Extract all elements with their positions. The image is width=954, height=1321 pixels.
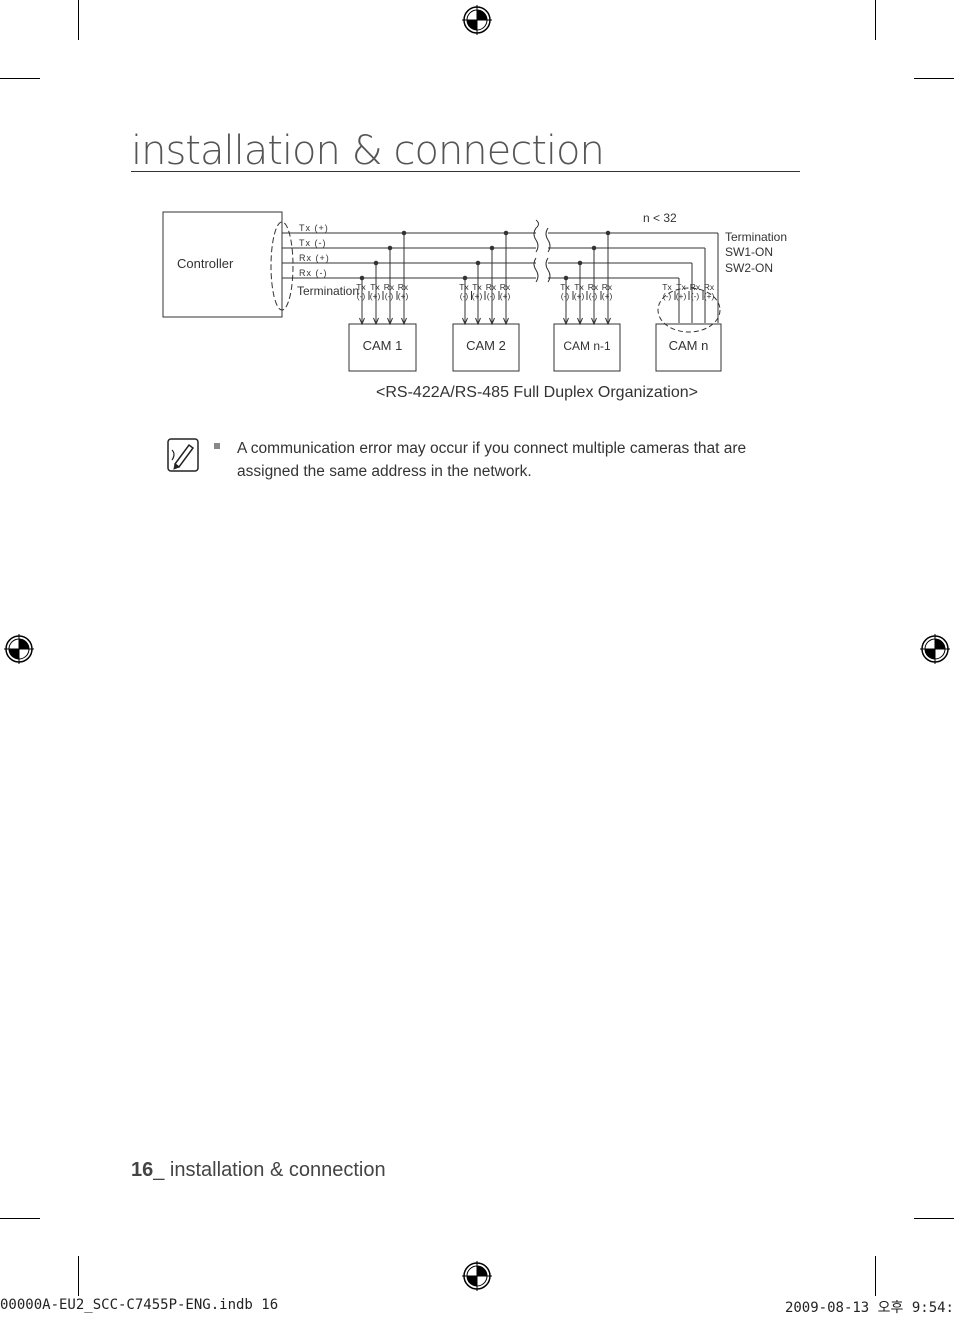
terminal-polarity: (+) — [500, 291, 511, 301]
termination-label-left: Termination — [297, 284, 359, 298]
note-pencil-icon — [167, 438, 199, 472]
note-bullet — [214, 443, 220, 449]
terminal-polarity: (-) — [589, 291, 598, 301]
terminal-label: Tx — [356, 282, 366, 292]
junction-dot — [387, 245, 393, 251]
terminal-polarity: (-) — [385, 291, 394, 301]
terminal-label: Tx — [370, 282, 380, 292]
title-rule — [131, 171, 800, 172]
terminal-polarity: (-) — [487, 291, 496, 301]
footer-text: _ installation & connection — [153, 1159, 386, 1181]
camera-label: CAM 1 — [363, 338, 403, 353]
crop-mark — [0, 78, 40, 79]
terminal-label: Tx — [574, 282, 584, 292]
crop-mark — [914, 1218, 954, 1219]
line-label-tx-minus: Tx (-) — [299, 238, 327, 248]
terminal-polarity: (+) — [398, 291, 409, 301]
junction-dot — [503, 230, 509, 236]
terminal-polarity: (+) — [676, 291, 687, 301]
terminal-label: Tx — [662, 282, 672, 292]
termination-ellipse-right — [657, 287, 721, 333]
terminal-label: Tx — [560, 282, 570, 292]
terminal-label: Rx — [690, 282, 701, 292]
terminal-polarity: (+) — [704, 291, 715, 301]
page-title: installation & connection — [131, 128, 605, 174]
crop-mark — [875, 0, 876, 40]
registration-mark-icon — [4, 634, 34, 664]
terminal-polarity: (-) — [663, 291, 672, 301]
camera-label: CAM 2 — [466, 338, 506, 353]
terminal-polarity: (-) — [561, 291, 570, 301]
controller-box — [162, 211, 283, 318]
camera-box — [553, 323, 621, 372]
junction-dot — [475, 260, 481, 266]
terminal-label: Rx — [486, 282, 497, 292]
junction-dot — [605, 230, 611, 236]
terminal-polarity: (+) — [574, 291, 585, 301]
terminal-polarity: (-) — [691, 291, 700, 301]
terminal-label: Tx — [676, 282, 686, 292]
controller-label: Controller — [177, 256, 234, 271]
crop-mark — [78, 1256, 79, 1296]
junction-dot — [489, 245, 495, 251]
registration-mark-icon — [920, 634, 950, 664]
crop-mark — [78, 0, 79, 40]
terminal-label: Rx — [602, 282, 613, 292]
camera-label: CAM n-1 — [563, 339, 611, 353]
print-slug-file: 00000A-EU2_SCC-C7455P-ENG.indb 16 — [0, 1297, 279, 1313]
registration-mark-icon — [462, 1261, 492, 1291]
terminal-label: Tx — [459, 282, 469, 292]
terminal-polarity: (-) — [460, 291, 469, 301]
sw2-label: SW2-ON — [725, 261, 773, 275]
n-limit-label: n < 32 — [643, 211, 677, 225]
page-footer: 16_ installation & connection — [131, 1159, 386, 1182]
print-slug-date: 2009-08-13 오후 9:54: — [784, 1300, 954, 1316]
page-number: 16 — [131, 1159, 154, 1181]
sw1-label: SW1-ON — [725, 245, 773, 259]
junction-dot — [563, 275, 569, 281]
junction-dot — [577, 260, 583, 266]
terminal-polarity: (+) — [602, 291, 613, 301]
line-label-rx-plus: Rx (+) — [299, 253, 330, 263]
terminal-polarity: (+) — [370, 291, 381, 301]
camera-box — [655, 323, 722, 372]
junction-dot — [401, 230, 407, 236]
wiring-diagram: Controller Tx (+) Tx (-) Rx (+) Rx (-) T… — [162, 211, 787, 372]
terminal-polarity: (+) — [472, 291, 483, 301]
camera-box — [452, 323, 520, 372]
line-label-tx-plus: Tx (+) — [299, 223, 329, 233]
junction-dot — [373, 260, 379, 266]
junction-dot — [359, 275, 365, 281]
line-label-rx-minus: Rx (-) — [299, 268, 328, 278]
terminal-label: Rx — [588, 282, 599, 292]
termination-ellipse-left — [270, 221, 294, 311]
crop-mark — [914, 78, 954, 79]
registration-mark-icon — [462, 5, 492, 35]
terminal-polarity: (-) — [357, 291, 366, 301]
junction-dot — [462, 275, 468, 281]
junction-dot — [591, 245, 597, 251]
terminal-label: Tx — [472, 282, 482, 292]
terminal-label: Rx — [398, 282, 409, 292]
terminal-label: Rx — [704, 282, 715, 292]
crop-mark — [0, 1218, 40, 1219]
terminal-label: Rx — [500, 282, 511, 292]
camera-box — [348, 323, 417, 372]
crop-mark — [875, 1256, 876, 1296]
diagram-caption: <RS-422A/RS-485 Full Duplex Organization… — [376, 384, 698, 401]
terminal-label: Rx — [384, 282, 395, 292]
note-text: A communication error may occur if you c… — [237, 440, 747, 480]
termination-label-right: Termination — [725, 230, 787, 244]
camera-label: CAM n — [669, 338, 709, 353]
